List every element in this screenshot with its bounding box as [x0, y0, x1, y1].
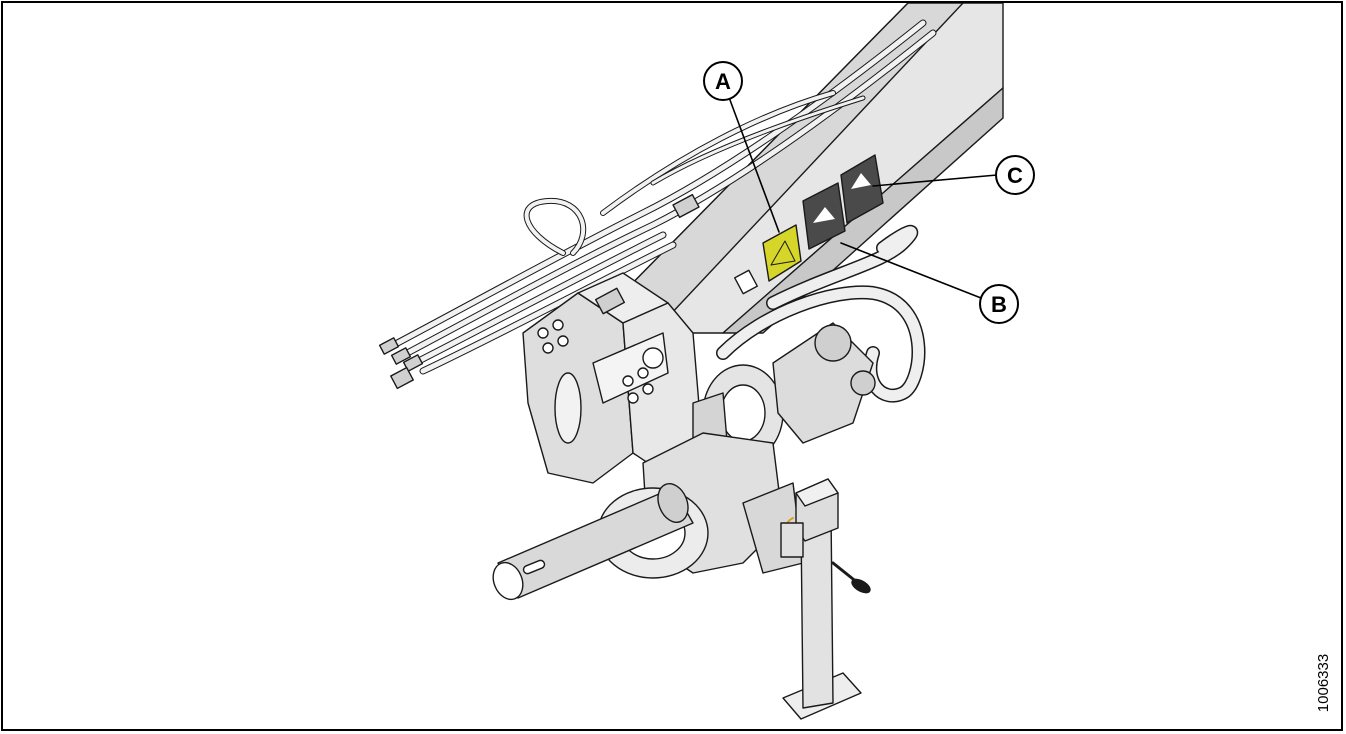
jack-stand-illustration [780, 478, 871, 720]
decal-group [734, 154, 884, 295]
gearbox [692, 322, 876, 474]
callout-c-label: C [1007, 163, 1023, 188]
callout-c: C [995, 155, 1035, 195]
decal-c-dark [840, 154, 884, 224]
callout-a-label: A [715, 69, 731, 94]
callout-b: B [979, 284, 1019, 324]
decal-a-yellow [762, 224, 802, 282]
figure-id-number: 1006333 [1314, 653, 1332, 713]
hitch-assembly-illustration [522, 272, 704, 484]
driveline-shaft-illustration [492, 483, 694, 601]
callout-b-label: B [991, 292, 1007, 317]
callout-a: A [703, 61, 743, 101]
technical-illustration: A B C [378, 3, 1035, 720]
hose-fittings [378, 193, 700, 390]
callout-leaders [729, 99, 998, 299]
hydraulic-hoses-illustration [384, 19, 937, 375]
hose-loop-right [716, 224, 926, 403]
